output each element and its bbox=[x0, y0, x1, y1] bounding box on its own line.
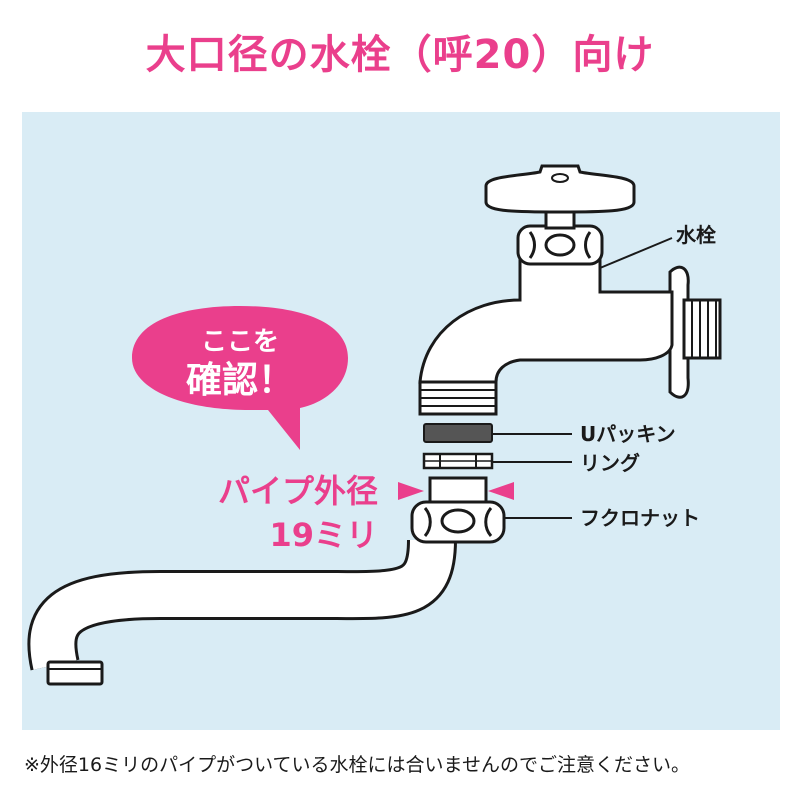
label-ring: リング bbox=[580, 451, 640, 475]
u-packing-part bbox=[423, 423, 493, 443]
caution-note: ※外径16ミリのパイプがついている水栓には合いませんのでご注意ください。 bbox=[24, 754, 690, 776]
union-nut-part bbox=[410, 476, 506, 544]
leader-lines bbox=[492, 237, 673, 519]
callout-line-2: 確認！ bbox=[186, 360, 294, 401]
spout-pipe bbox=[27, 539, 457, 686]
pipe-diameter-line-1: パイプ外径 bbox=[218, 472, 378, 510]
label-faucet: 水栓 bbox=[676, 223, 716, 247]
page-title: 大口径の水栓（呼20）向け bbox=[145, 32, 655, 78]
pipe-diameter-line-2: 19ミリ bbox=[269, 516, 378, 554]
label-u-packing: Uパッキン bbox=[580, 422, 676, 446]
ring-part bbox=[422, 452, 494, 470]
callout-line-1: ここを bbox=[201, 327, 279, 357]
diagram-panel bbox=[22, 112, 780, 730]
diameter-arrows bbox=[398, 482, 514, 500]
check-here-callout: ここを 確認！ bbox=[132, 306, 348, 450]
faucet-body bbox=[418, 164, 722, 416]
label-union-nut: フクロナット bbox=[580, 506, 700, 530]
